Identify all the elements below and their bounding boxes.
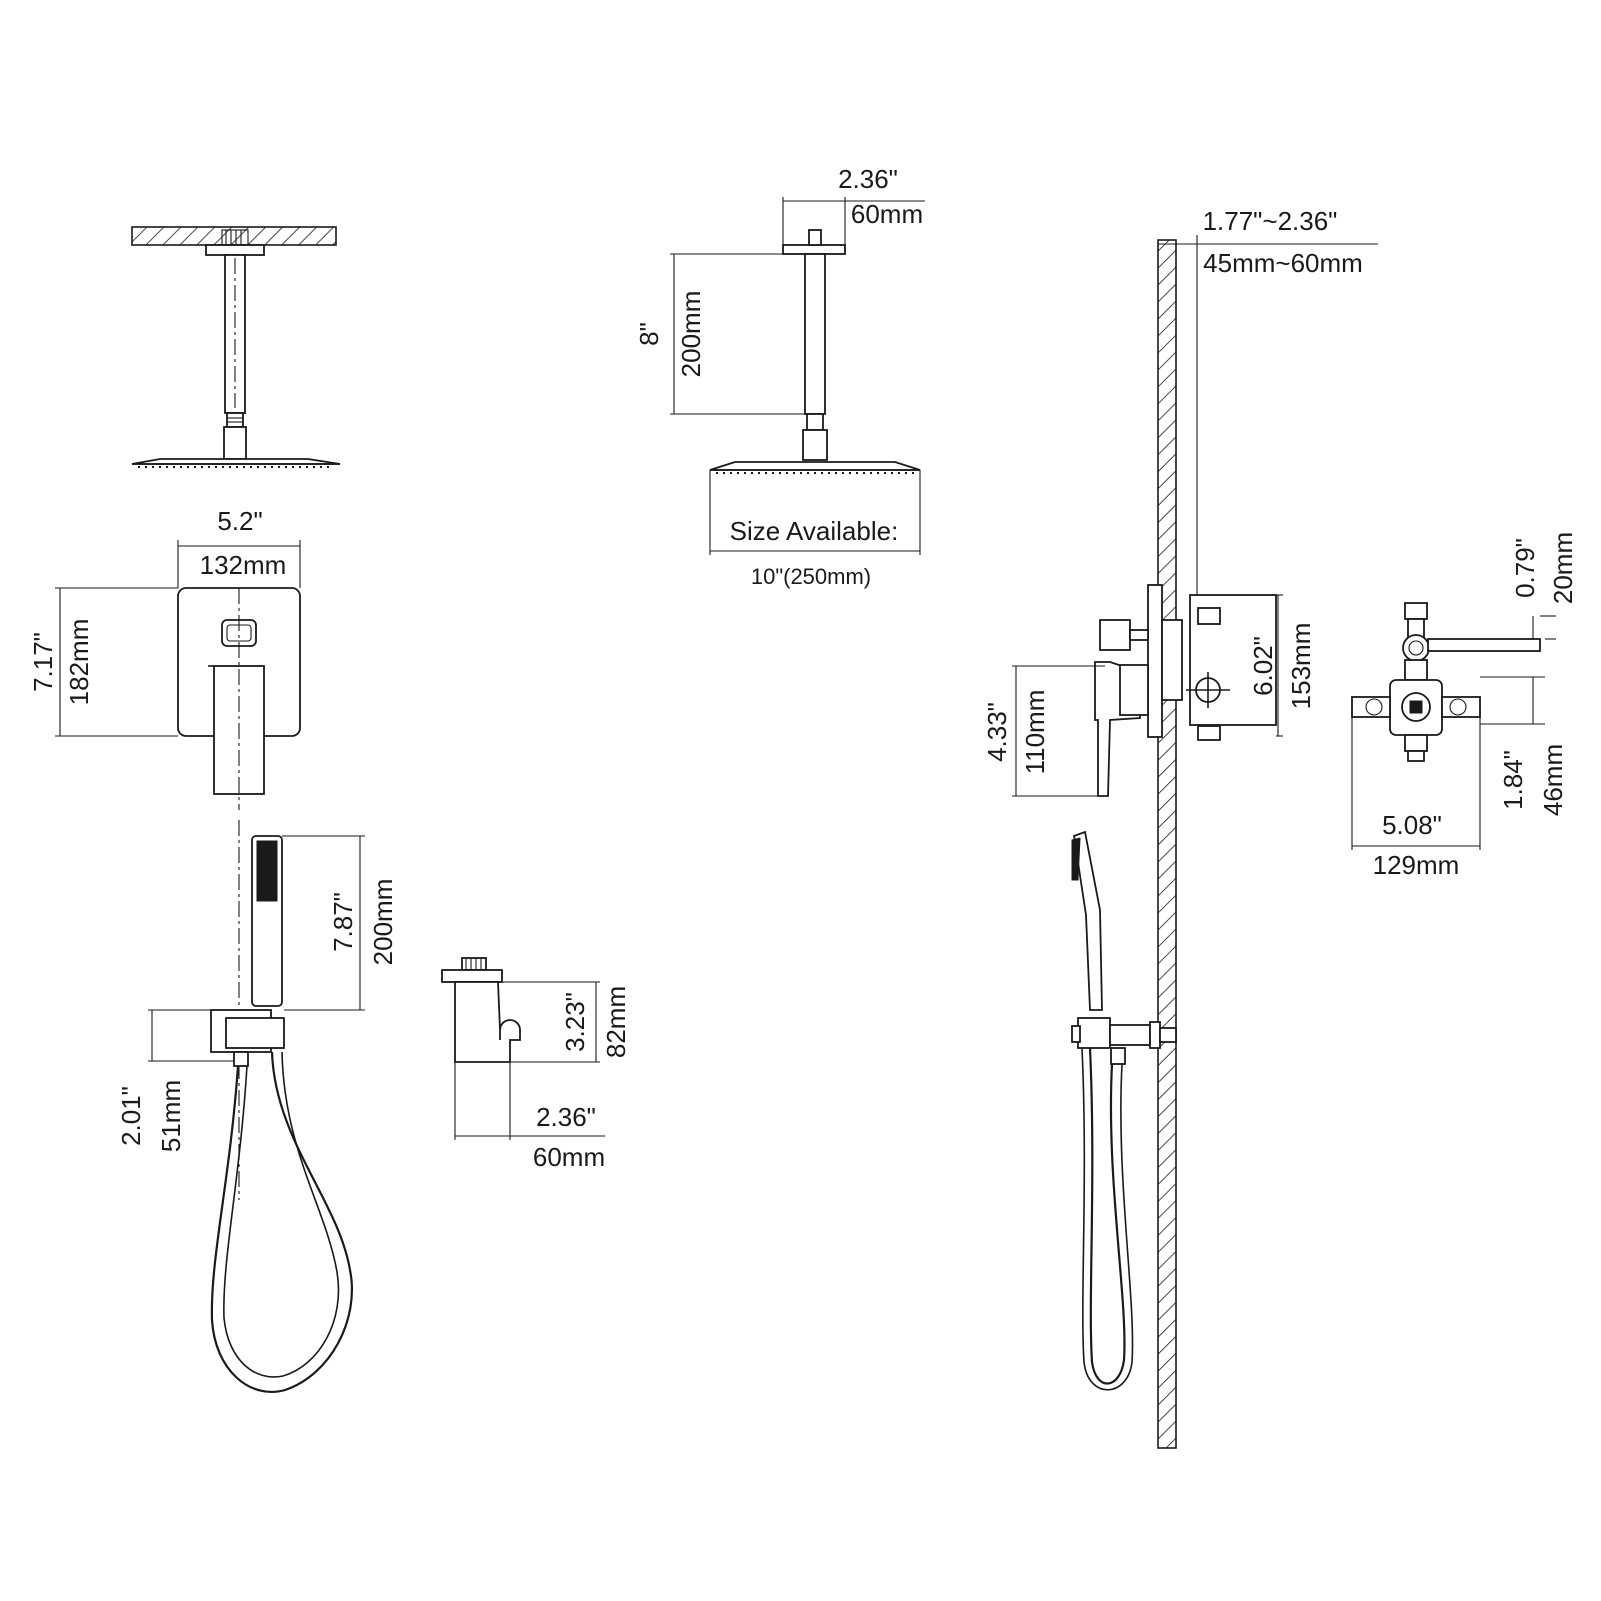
plate-height-mm-label: 182mm [64, 619, 94, 706]
elbow-height-inch-label: 2.01" [116, 1086, 146, 1146]
valve-low-inch-label: 1.84" [1498, 750, 1528, 810]
size-value-label: 10"(250mm) [751, 564, 871, 589]
elbow-height-dimension [148, 1009, 234, 1062]
handle-height-dimension [1012, 665, 1105, 797]
wall-depth-mm-label: 45mm~60mm [1203, 248, 1363, 278]
valve-body-inch-label: 6.02" [1248, 636, 1278, 696]
plate-height-inch-label: 7.17" [28, 632, 58, 692]
handshower-height-dimension [282, 835, 365, 1011]
valve-width-mm-label: 129mm [1373, 850, 1460, 880]
handle-height-mm-label: 110mm [1020, 690, 1050, 775]
front-valve-trim-plate [177, 587, 301, 810]
valve-low-mm-label: 46mm [1538, 744, 1568, 816]
holder-height-inch-label: 3.23" [560, 992, 590, 1052]
valve-width-inch-label: 5.08" [1382, 810, 1442, 840]
handle-height-inch-label: 4.33" [982, 702, 1012, 762]
plate-width-inch-label: 5.2" [217, 506, 262, 536]
wall-depth-inch-label: 1.77"~2.36" [1203, 206, 1338, 236]
holder-depth-mm-label: 60mm [533, 1142, 605, 1172]
handshower-height-mm-label: 200mm [368, 879, 398, 966]
arm-length-inch-label: 2.36" [838, 164, 898, 194]
side-hand-shower [1071, 830, 1177, 1391]
side-shower-arm [670, 197, 925, 555]
plate-width-mm-label: 132mm [200, 550, 287, 580]
holder-depth-inch-label: 2.36" [536, 1102, 596, 1132]
holder-height-mm-label: 82mm [601, 986, 631, 1058]
valve-body-mm-label: 153mm [1286, 623, 1316, 710]
arm-height-mm-label: 200mm [676, 291, 706, 378]
plate-height-dimension [55, 587, 178, 737]
handshower-height-inch-label: 7.87" [328, 892, 358, 952]
valve-top-inch-label: 0.79" [1510, 538, 1540, 598]
plate-width-dimension [177, 540, 301, 588]
valve-detail [1351, 602, 1556, 850]
size-available-label: Size Available: [730, 516, 899, 546]
front-rain-shower-head [131, 226, 341, 468]
side-wall-section [1157, 235, 1378, 1449]
front-hand-shower [210, 820, 353, 1393]
elbow-height-mm-label: 51mm [156, 1080, 186, 1152]
side-valve-body [1094, 584, 1283, 797]
valve-top-mm-label: 20mm [1548, 532, 1578, 604]
hand-shower-holder [441, 957, 605, 1140]
arm-length-mm-label: 60mm [851, 199, 923, 229]
arm-height-inch-label: 8" [634, 322, 664, 346]
